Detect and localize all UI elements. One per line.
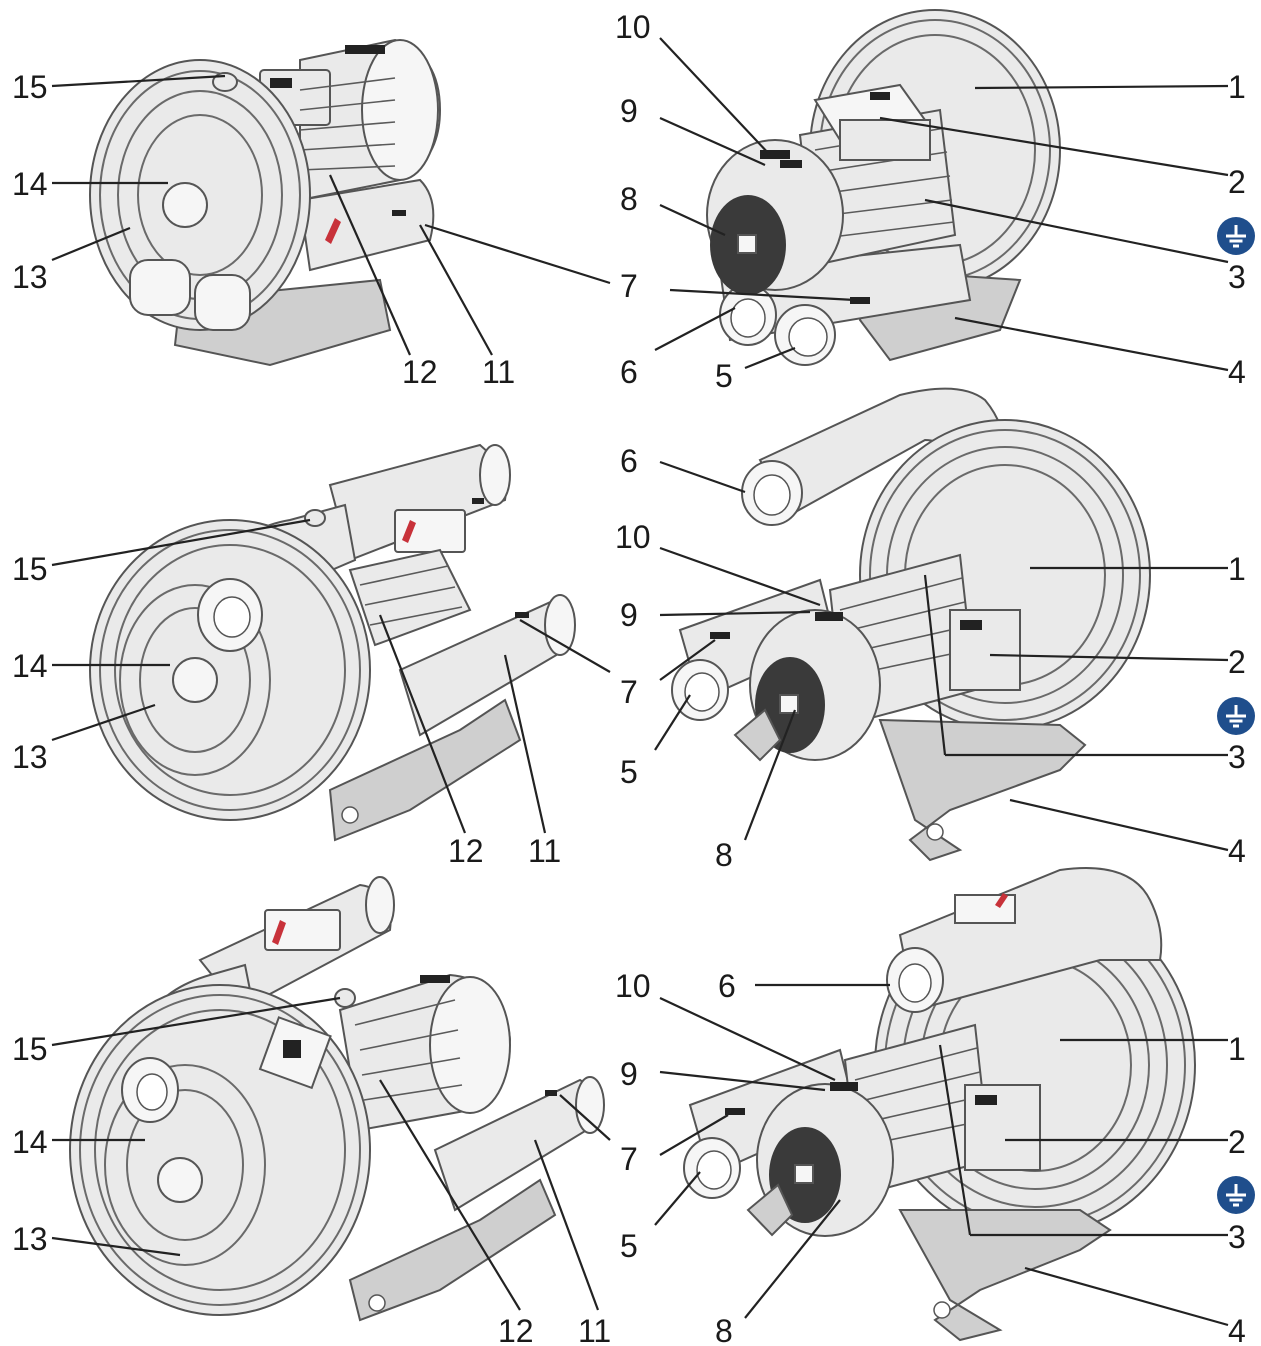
blower-1-right-view (706, 9, 1061, 366)
blower-2-left-view (89, 443, 576, 842)
blower-3-right-view (683, 867, 1196, 1342)
callout-12: 12 (448, 833, 484, 869)
blower-2-right-view (671, 387, 1151, 862)
callout-6: 6 (718, 968, 736, 1004)
callout-9: 9 (620, 1056, 638, 1092)
callout-2: 2 (1228, 1124, 1246, 1160)
callout-10: 10 (615, 968, 651, 1004)
callout-3: 3 (1228, 1219, 1246, 1255)
callout-13: 13 (12, 259, 48, 295)
callout-1: 1 (1228, 69, 1246, 105)
callout-3: 3 (1228, 739, 1246, 775)
callout-12: 12 (402, 354, 438, 390)
ground-symbol-icon (1215, 215, 1257, 257)
callout-6: 6 (620, 354, 638, 390)
callout-14: 14 (12, 166, 48, 202)
leaders-2-left (51, 518, 611, 834)
callout-7: 7 (620, 674, 638, 710)
callout-15: 15 (12, 69, 48, 105)
leaders-1-left (51, 74, 611, 356)
callout-1: 1 (1228, 1031, 1246, 1067)
callout-2: 2 (1228, 164, 1246, 200)
callout-11: 11 (578, 1313, 611, 1346)
leaders-2-right (654, 460, 1229, 852)
callout-7: 7 (620, 268, 638, 304)
callout-2: 2 (1228, 644, 1246, 680)
callout-15: 15 (12, 551, 48, 587)
callout-5: 5 (620, 754, 638, 790)
callout-11: 11 (528, 833, 561, 869)
callout-7: 7 (620, 1141, 638, 1177)
blower-3-left-view (69, 876, 605, 1322)
callout-4: 4 (1228, 1313, 1246, 1346)
callout-13: 13 (12, 1221, 48, 1257)
callout-10: 10 (615, 9, 651, 45)
callout-10: 10 (615, 519, 651, 555)
leaders-3-left (51, 996, 611, 1311)
callout-4: 4 (1228, 354, 1246, 390)
callout-14: 14 (12, 1124, 48, 1160)
callout-8: 8 (715, 1313, 733, 1346)
leaders-3-right (654, 983, 1229, 1327)
blower-1-left-view (89, 38, 442, 367)
callout-8: 8 (620, 181, 638, 217)
callout-14: 14 (12, 648, 48, 684)
callout-4: 4 (1228, 833, 1246, 869)
callout-8: 8 (715, 837, 733, 873)
ground-symbol-icon (1215, 1174, 1257, 1216)
callout-5: 5 (620, 1228, 638, 1264)
callout-5: 5 (715, 358, 733, 394)
callout-3: 3 (1228, 259, 1246, 295)
callout-13: 13 (12, 739, 48, 775)
ground-symbol-icon (1215, 695, 1257, 737)
callout-9: 9 (620, 597, 638, 633)
callout-6: 6 (620, 443, 638, 479)
callout-1: 1 (1228, 551, 1246, 587)
callout-15: 15 (12, 1031, 48, 1067)
callout-12: 12 (498, 1313, 534, 1346)
callout-9: 9 (620, 93, 638, 129)
leaders-1-right (654, 37, 1229, 372)
callout-11: 11 (482, 354, 515, 390)
